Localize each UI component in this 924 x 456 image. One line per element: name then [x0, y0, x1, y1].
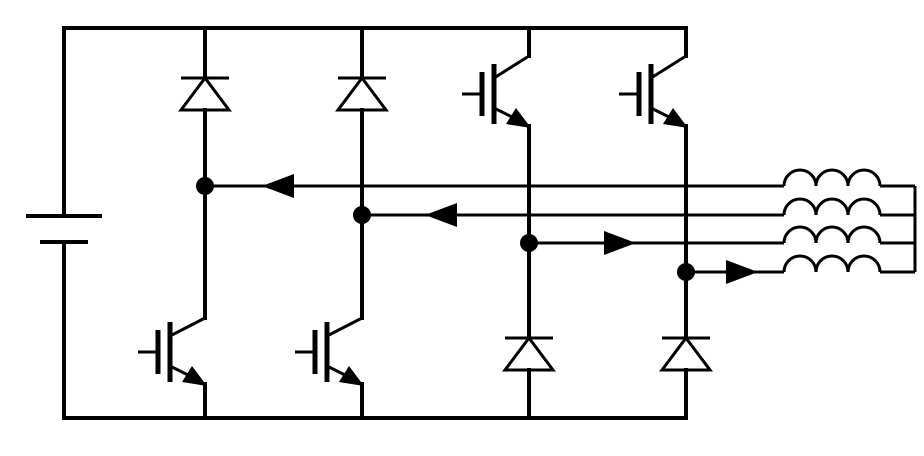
diode-2: [335, 26, 389, 320]
phase-wire-3: [520, 231, 784, 255]
phase-wire-1: [196, 174, 784, 198]
current-arrow-left-1: [262, 174, 294, 198]
current-arrow-left-2: [425, 203, 457, 227]
battery-icon: [26, 214, 102, 244]
transistor-3: [462, 26, 531, 340]
current-arrow-right-1: [604, 231, 636, 255]
transistor-4: [619, 26, 688, 340]
transistor-1: [138, 316, 207, 420]
coil-4: [782, 254, 915, 274]
transistor-2: [295, 316, 364, 420]
coil-1: [782, 168, 915, 188]
diode-4: [659, 335, 713, 420]
diode-1: [178, 26, 232, 320]
phase-wire-4: [677, 260, 784, 284]
phase-wire-2: [353, 203, 784, 227]
current-arrow-right-2: [726, 260, 758, 284]
diode-3: [502, 335, 556, 420]
coil-2: [782, 197, 915, 217]
coil-3: [782, 225, 915, 245]
